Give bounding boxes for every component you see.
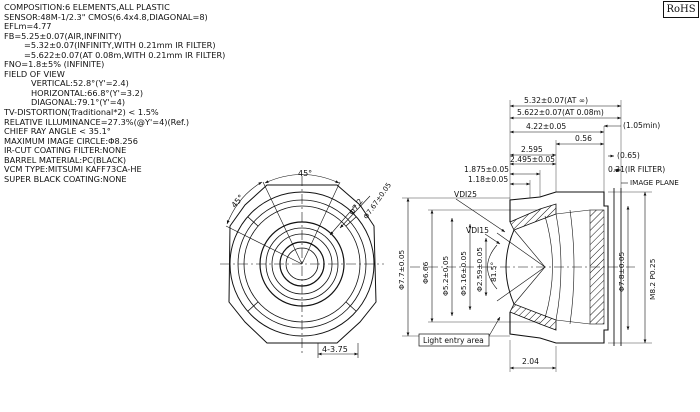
spec-line: DIAGONAL:79.1°(Y'=4) xyxy=(31,97,126,108)
spec-line: IR-CUT COATING FILTER:NONE xyxy=(4,145,127,156)
label-vdi15: VDI15 xyxy=(466,226,489,235)
dim-2495: 2.495±0.05 xyxy=(510,155,555,164)
dim-1875: 1.875±0.05 xyxy=(464,165,509,174)
dim-fb-inf: 5.32±0.07(AT ∞) xyxy=(524,96,588,105)
spec-line: SENSOR:48M-1/2.3" CMOS(6.4x4.8,DIAGONAL=… xyxy=(4,11,208,22)
spec-line: MAXIMUM IMAGE CIRCLE:Φ8.256 xyxy=(4,135,138,146)
note-image-plane: IMAGE PLANE xyxy=(630,178,679,187)
dim-angle-815: 81.5° xyxy=(489,262,498,282)
dim-dia-78: Φ7.8±0.05 xyxy=(617,251,626,292)
front-view xyxy=(220,174,384,358)
spec-line: TV-DISTORTION(Traditional*2) < 1.5% xyxy=(4,107,159,118)
front-angle-top: 45° xyxy=(298,169,312,178)
spec-line: FNO=1.8±5% (INFINITE) xyxy=(4,59,105,70)
front-dia-small: Φ7.2 xyxy=(347,197,365,217)
note-105min: (1.05min) xyxy=(623,121,660,130)
spec-line: BARREL MATERIAL:PC(BLACK) xyxy=(4,154,127,165)
spec-line: =5.32±0.07(INFINITY,WITH 0.21mm IR FILTE… xyxy=(24,40,216,51)
note-065: (0.65) xyxy=(617,151,640,160)
front-slot-dim: 4-3.75 xyxy=(322,345,348,354)
spec-line: VERTICAL:52.8°(Y'=2.4) xyxy=(31,78,129,89)
spec-line: =5.622±0.07(AT 0.08m,WITH 0.21mm IR FILT… xyxy=(24,49,226,60)
spec-line: RELATIVE ILLUMINANCE=27.3%(@Y'=4)(Ref.) xyxy=(4,116,190,127)
front-dia-outer: Φ7.67±0.05 xyxy=(362,181,393,220)
dim-422: 4.22±0.05 xyxy=(526,122,566,131)
spec-line: FIELD OF VIEW xyxy=(4,68,65,79)
dim-204: 2.04 xyxy=(522,357,539,366)
spec-line: FB=5.25±0.07(AIR,INFINITY) xyxy=(4,30,122,41)
side-view xyxy=(402,100,652,372)
dim-dia-52: Φ5.2±0.05 xyxy=(441,255,450,296)
dim-118: 1.18±0.05 xyxy=(468,175,508,184)
dim-dia-77: Φ7.7±0.05 xyxy=(397,249,406,290)
dim-dia-666: Φ6.66 xyxy=(421,261,430,284)
light-entry-box xyxy=(418,333,490,347)
dim-fb-008: 5.622±0.07(AT 0.08m) xyxy=(517,108,604,117)
rohs-badge: RoHS xyxy=(663,1,699,18)
dim-thread: M8.2 P0.25 xyxy=(648,258,657,300)
spec-line: SUPER BLACK COATING:NONE xyxy=(4,173,127,184)
spec-line: VCM TYPE:MITSUMI KAFF73CA-HE xyxy=(4,164,142,175)
label-vdi25: VDI25 xyxy=(454,190,477,199)
spec-line: HORIZONTAL:66.8°(Y'=3.2) xyxy=(31,87,144,98)
dim-056: 0.56 xyxy=(575,134,592,143)
spec-line: EFLm=4.77 xyxy=(4,21,52,32)
dim-dia-259: Φ2.59±0.05 xyxy=(475,247,484,292)
label-light-entry: Light entry area xyxy=(423,336,484,345)
spec-line: CHIEF RAY ANGLE < 35.1° xyxy=(4,126,111,137)
note-ir-filter: 0.21(IR FILTER) xyxy=(608,165,665,174)
dim-dia-516: Φ5.16±0.05 xyxy=(459,251,468,296)
spec-line: COMPOSITION:6 ELEMENTS,ALL PLASTIC xyxy=(4,2,170,12)
dim-2595: 2.595 xyxy=(521,145,543,154)
